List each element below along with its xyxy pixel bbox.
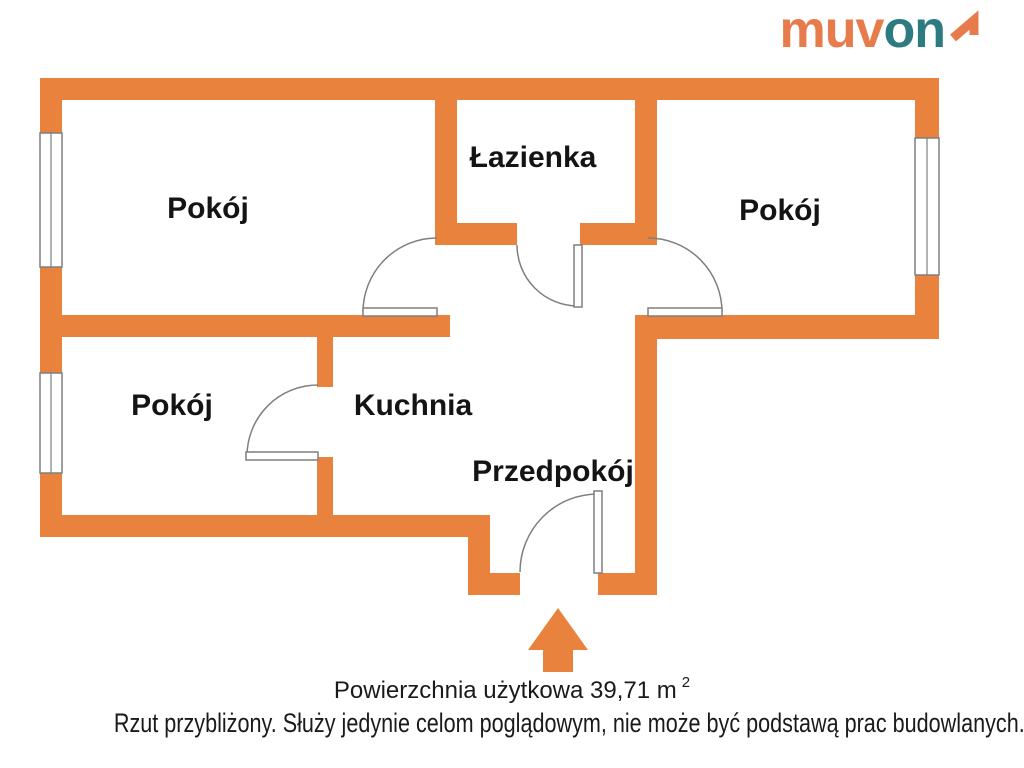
room-labels: Pokój Łazienka Pokój Pokój Kuchnia Przed…	[131, 141, 821, 488]
logo-arrow-icon	[950, 10, 979, 42]
room-label-przedpokoj: Przedpokój	[472, 455, 634, 488]
logo-text-on: on	[883, 1, 946, 59]
room-label-pokoj-3: Pokój	[131, 389, 213, 422]
wall-bottom-left	[40, 515, 490, 537]
windows	[39, 132, 940, 474]
wall-bathroom-left	[435, 100, 457, 245]
wall-entry-left	[468, 573, 520, 595]
door-bathroom	[516, 244, 583, 308]
disclaimer-text: Rzut przybliżony. Służy jedynie celom po…	[113, 708, 1024, 738]
wall-kitchen-divider-top	[317, 337, 333, 387]
usable-area-superscript: 2	[681, 674, 691, 691]
wall-bathroom-right	[635, 100, 657, 245]
room-label-pokoj-1: Pokój	[167, 192, 249, 225]
logo-text-muv: muv	[779, 1, 885, 59]
window-room3-left	[39, 372, 63, 474]
door-room1	[362, 237, 438, 317]
wall-right-section-bottom	[635, 315, 939, 339]
room-label-pokoj-2: Pokój	[739, 194, 821, 227]
doors	[245, 237, 723, 574]
door-room2	[647, 237, 723, 317]
wall-bathroom-bottom-a	[435, 223, 517, 245]
walls	[40, 78, 939, 595]
wall-top	[40, 78, 939, 100]
disclaimer-caption: Rzut przybliżony. Służy jedynie celom po…	[0, 708, 1024, 739]
room-label-lazienka: Łazienka	[470, 141, 597, 174]
entrance-arrow-icon	[528, 608, 588, 672]
wall-room1-bottom	[62, 315, 450, 337]
door-room3	[245, 384, 319, 461]
wall-bathroom-bottom-b	[580, 223, 657, 245]
wall-kitchen-divider-bottom	[317, 457, 333, 515]
wall-hall-right	[635, 315, 657, 595]
usable-area-text: Powierzchnia użytkowa 39,71 m	[333, 677, 677, 704]
window-room1-left	[39, 132, 63, 268]
window-room2-right	[914, 137, 940, 276]
room-label-kuchnia: Kuchnia	[354, 389, 473, 422]
door-entrance	[519, 490, 603, 574]
